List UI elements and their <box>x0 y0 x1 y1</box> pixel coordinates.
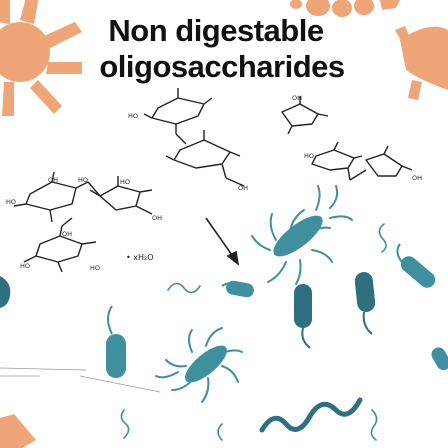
oligosaccharide-structure-icon <box>13 88 413 273</box>
page-title-line-1: Non digestable <box>108 13 324 48</box>
svg-text:OH: OH <box>48 176 58 184</box>
svg-text:HO: HO <box>6 198 16 206</box>
rod-bacterium-icon <box>106 305 126 378</box>
svg-text:HO: HO <box>90 264 100 272</box>
svg-text:HO: HO <box>120 178 130 186</box>
rod-bacterium-icon <box>431 347 448 371</box>
svg-text:HO: HO <box>304 152 314 160</box>
svg-text:OH: OH <box>292 94 302 102</box>
spiral-bacterium-icon <box>120 223 387 441</box>
orange-microbe-icon <box>290 0 400 17</box>
svg-text:HO: HO <box>78 176 88 184</box>
svg-text:HO: HO <box>128 112 138 120</box>
svg-text:OH: OH <box>62 230 72 238</box>
rod-bacterium-icon <box>396 243 436 288</box>
page-title-line-2: oligosaccharides <box>99 49 345 84</box>
flagellated-bacterium-icon <box>251 185 353 285</box>
rod-bacterium-icon <box>0 276 11 308</box>
rod-bacterium-icon <box>294 284 312 349</box>
arrow-icon <box>205 217 240 266</box>
svg-text:OH: OH <box>412 174 422 182</box>
spiral-bacterium-icon <box>259 397 363 433</box>
divider-lines <box>0 367 161 393</box>
flagellated-bacterium-icon <box>155 327 243 403</box>
orange-microbe-icon <box>395 26 448 100</box>
rod-bacterium-icon <box>354 272 376 335</box>
svg-text:HO: HO <box>20 262 30 270</box>
svg-text:OH: OH <box>238 184 248 192</box>
svg-text:OH: OH <box>152 214 162 222</box>
rod-bacterium-icon <box>221 280 254 298</box>
structure-annotations: HO OH HO OH HO HO HO OH OH HO HO OH OH <box>6 94 422 272</box>
orange-microbe-icon <box>0 414 36 448</box>
orange-microbe-icon <box>0 0 82 116</box>
water-label: • xH₂O <box>126 253 154 262</box>
